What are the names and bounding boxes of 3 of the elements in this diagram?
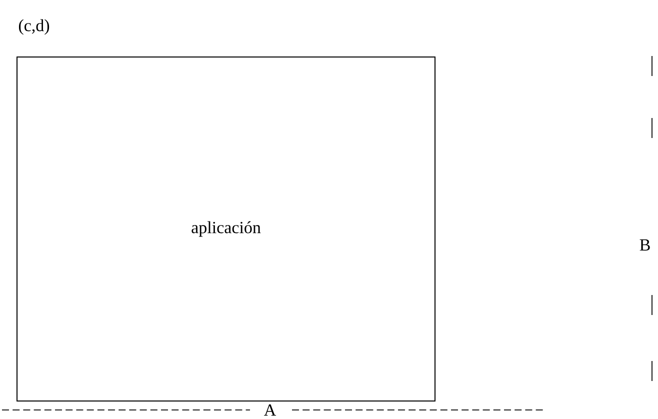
label-text: (c,d)	[18, 19, 50, 35]
dimension-label: B	[640, 239, 650, 251]
application-box: aplicación	[16, 56, 436, 402]
